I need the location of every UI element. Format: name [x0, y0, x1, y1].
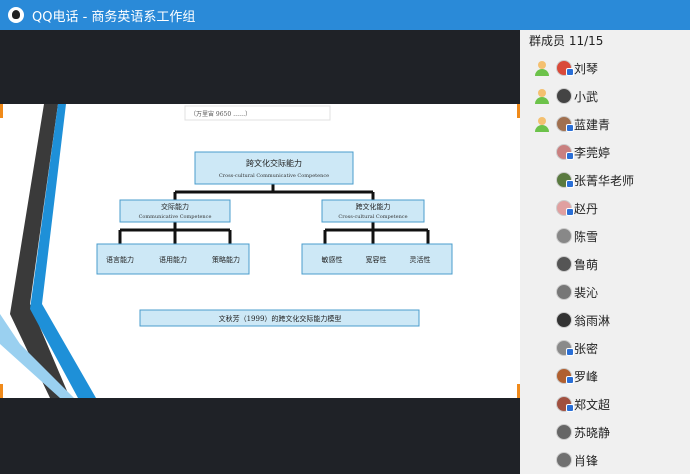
video-stage: （万里宙 9650 ……） 跨文化交际能力 Cr: [0, 30, 520, 474]
cross-cultural-competence-en: Cross-cultural Competence: [338, 214, 407, 220]
video-corner-marker: [0, 384, 3, 398]
member-item[interactable]: 张密: [520, 334, 690, 362]
mobile-badge-icon: [566, 376, 574, 384]
avatar: [556, 452, 572, 468]
mobile-badge-icon: [566, 152, 574, 160]
window-title: QQ电话 - 商务英语系工作组: [32, 9, 196, 25]
member-name: 蓝建青: [574, 117, 611, 132]
mobile-badge-icon: [566, 68, 574, 76]
member-name: 张菁华老师: [574, 173, 635, 188]
member-item[interactable]: 陈雪: [520, 222, 690, 250]
member-name: 肖锋: [574, 453, 599, 468]
leaf-tolerance: 宽容性: [366, 255, 387, 264]
member-item[interactable]: 刘琴: [520, 54, 690, 82]
slide-top-snippet: （万里宙 9650 ……）: [190, 110, 251, 118]
video-corner-marker: [0, 104, 3, 118]
member-item[interactable]: 赵丹: [520, 194, 690, 222]
slide-decoration-blue: [30, 104, 96, 398]
speaking-user-icon: [534, 88, 550, 104]
communicative-competence-box: [119, 199, 231, 223]
member-name: 鲁萌: [574, 257, 599, 272]
shared-screen-slide: （万里宙 9650 ……） 跨文化交际能力 Cr: [0, 104, 520, 398]
communicative-leaves-box: [96, 243, 250, 275]
cross-cultural-leaves-box: [301, 243, 453, 275]
member-item[interactable]: 苏晓静: [520, 418, 690, 446]
root-competence-box: [194, 151, 354, 185]
mobile-badge-icon: [566, 404, 574, 412]
leaf-strategic: 策略能力: [212, 255, 240, 264]
title-bar: QQ电话 - 商务英语系工作组: [0, 0, 690, 30]
member-item[interactable]: 肖锋: [520, 446, 690, 474]
member-name: 李莞婷: [574, 145, 611, 160]
member-name: 刘琴: [574, 61, 599, 76]
slide-decoration-dark: [10, 104, 70, 398]
member-panel: 群成员 11/15 刘琴小武蓝建青李莞婷张菁华老师赵丹陈雪鲁萌裴沁翁雨淋张密罗峰…: [520, 30, 690, 474]
leaf-language: 语言能力: [106, 255, 134, 264]
slide-decoration-light: [0, 314, 74, 398]
member-name: 赵丹: [574, 201, 599, 216]
mobile-badge-icon: [566, 348, 574, 356]
mobile-badge-icon: [566, 124, 574, 132]
model-caption: 文秋芳（1999）的跨文化交际能力模型: [219, 314, 342, 323]
member-name: 小武: [574, 89, 599, 104]
video-corner-marker: [517, 384, 520, 398]
speaking-user-icon: [534, 60, 550, 76]
member-item[interactable]: 郑文超: [520, 390, 690, 418]
member-name: 苏晓静: [574, 425, 611, 440]
qq-logo-icon: [8, 7, 24, 23]
model-caption-box: [139, 309, 420, 327]
member-item[interactable]: 李莞婷: [520, 138, 690, 166]
avatar: [556, 256, 572, 272]
member-item[interactable]: 裴沁: [520, 278, 690, 306]
member-item[interactable]: 小武: [520, 82, 690, 110]
member-name: 罗峰: [574, 369, 599, 384]
member-name: 郑文超: [574, 397, 611, 412]
member-item[interactable]: 翁雨淋: [520, 306, 690, 334]
member-name: 陈雪: [574, 229, 599, 244]
communicative-competence-cn: 交际能力: [161, 202, 189, 211]
video-corner-marker: [517, 104, 520, 118]
avatar: [556, 424, 572, 440]
member-name: 张密: [574, 341, 599, 356]
cross-cultural-competence-cn: 跨文化能力: [356, 202, 391, 211]
member-item[interactable]: 鲁萌: [520, 250, 690, 278]
leaf-pragmatic: 语用能力: [159, 255, 187, 264]
communicative-competence-en: Communicative Competence: [139, 214, 212, 220]
member-item[interactable]: 罗峰: [520, 362, 690, 390]
member-name: 裴沁: [574, 285, 599, 300]
avatar: [556, 284, 572, 300]
mobile-badge-icon: [566, 180, 574, 188]
member-name: 翁雨淋: [574, 313, 611, 328]
root-competence-en: Cross-cultural Communicative Competence: [219, 173, 329, 179]
avatar: [556, 312, 572, 328]
leaf-flexibility: 灵活性: [410, 255, 431, 264]
competence-diagram: （万里宙 9650 ……） 跨文化交际能力 Cr: [0, 104, 453, 398]
cross-cultural-competence-box: [321, 199, 425, 223]
mobile-badge-icon: [566, 208, 574, 216]
root-competence-cn: 跨文化交际能力: [246, 158, 302, 168]
member-count-header: 群成员 11/15: [529, 34, 604, 48]
speaking-user-icon: [534, 116, 550, 132]
member-item[interactable]: 张菁华老师: [520, 166, 690, 194]
avatar: [556, 228, 572, 244]
leaf-sensitivity: 敏感性: [322, 255, 343, 264]
member-item[interactable]: 蓝建青: [520, 110, 690, 138]
avatar: [556, 88, 572, 104]
